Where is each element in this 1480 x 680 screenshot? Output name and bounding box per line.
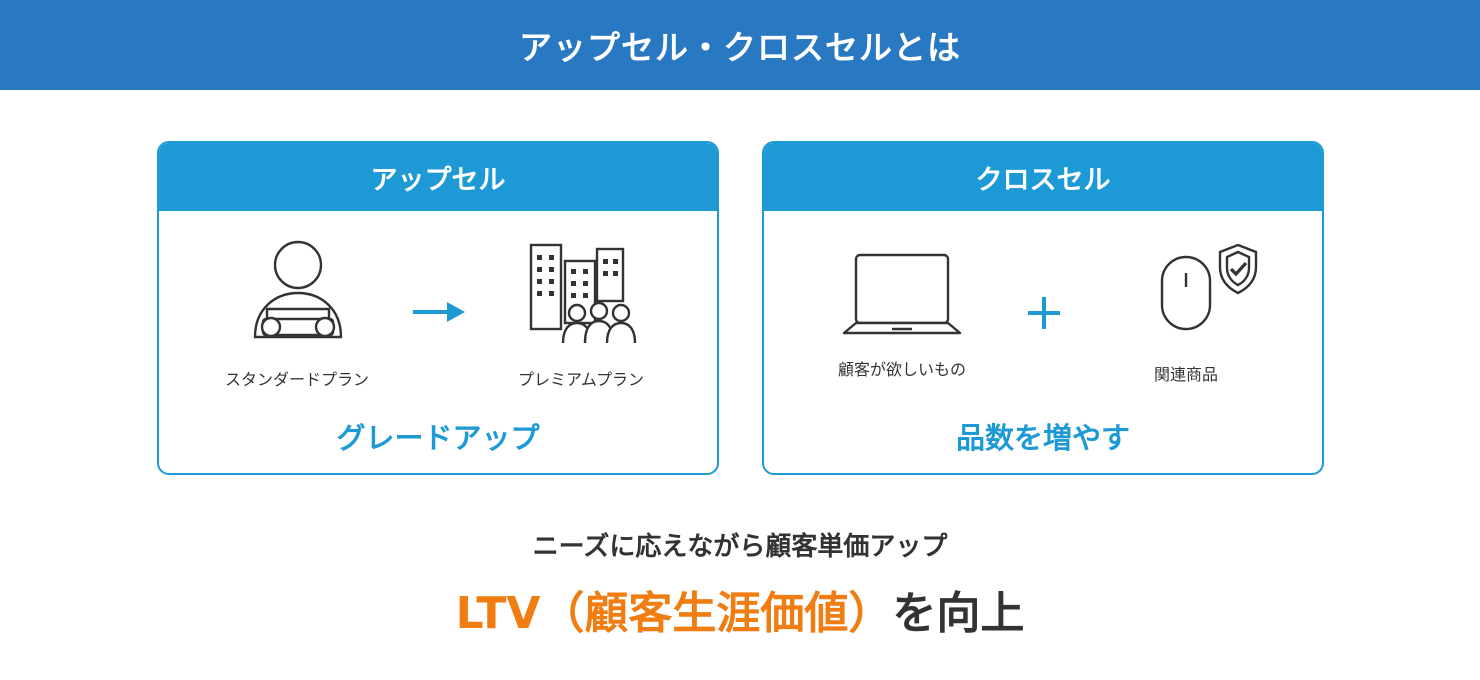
premium-plan-label: プレミアムプラン bbox=[518, 370, 644, 389]
person-with-car-icon bbox=[253, 240, 343, 339]
tagline: ニーズに応えながら顧客単価アップ bbox=[532, 532, 948, 562]
upsell-result: グレードアップ bbox=[336, 421, 540, 455]
crosssell-header: クロスセル bbox=[764, 143, 1322, 211]
plus-icon bbox=[1028, 297, 1060, 329]
buildings-with-people-icon bbox=[529, 243, 637, 344]
related-product-label: 関連商品 bbox=[1153, 365, 1218, 384]
upsell-card: アップセル スタンダードプラン プ bbox=[157, 141, 719, 475]
shield-check-icon bbox=[1218, 243, 1258, 295]
crosssell-card: クロスセル 顧客が欲しいもの 関連商品 品数を増やす bbox=[762, 141, 1324, 475]
desired-item-label: 顧客が欲しいもの bbox=[837, 360, 966, 379]
headline: LTV（顧客生涯価値）を向上 bbox=[0, 577, 1480, 641]
arrow-right-icon bbox=[413, 302, 465, 322]
upsell-header: アップセル bbox=[159, 143, 717, 211]
page-title: アップセル・クロスセルとは bbox=[0, 0, 1480, 90]
mouse-icon bbox=[1160, 255, 1212, 331]
standard-plan-label: スタンダードプラン bbox=[224, 370, 369, 389]
headline-suffix: を向上 bbox=[892, 588, 1025, 639]
crosssell-result: 品数を増やす bbox=[955, 421, 1130, 455]
laptop-icon bbox=[842, 253, 962, 335]
headline-ltv: LTV（顧客生涯価値） bbox=[455, 588, 893, 639]
